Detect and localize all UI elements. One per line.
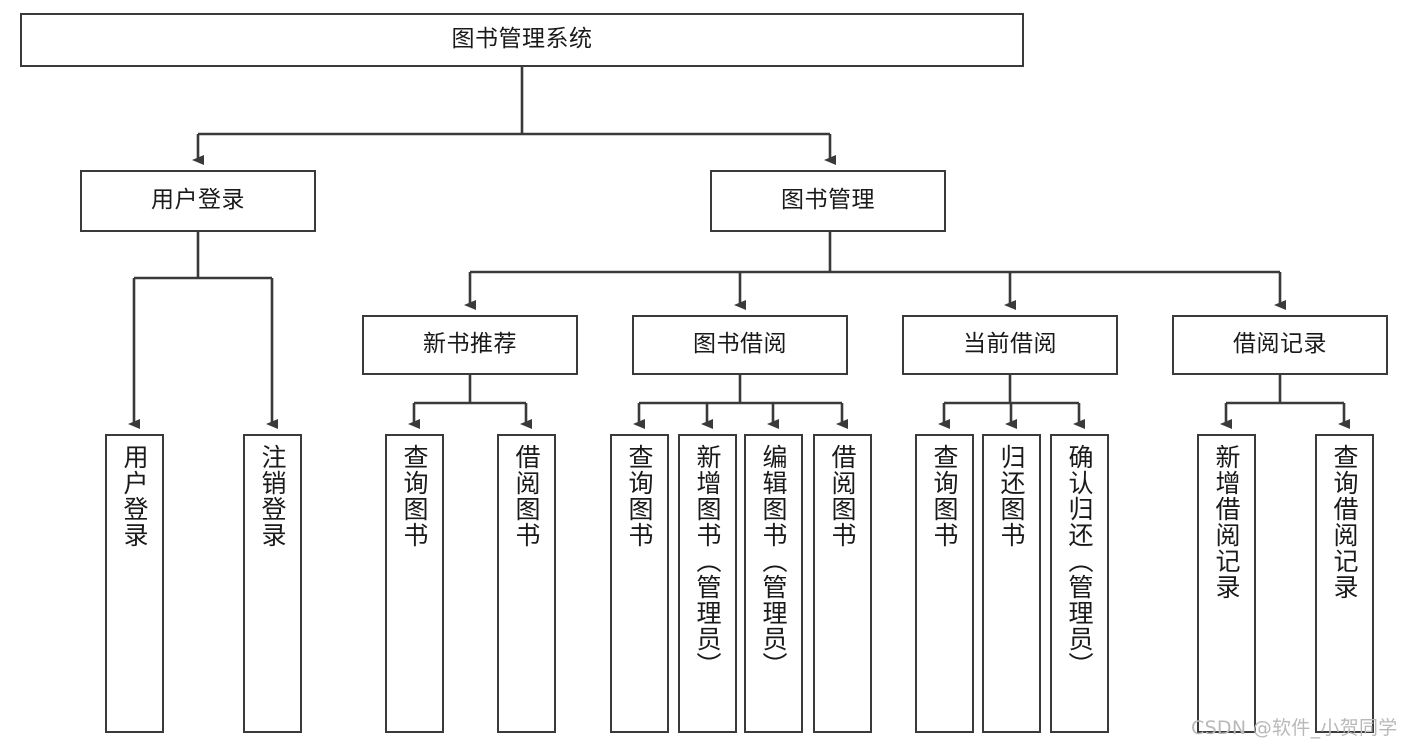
node-current-borrow[interactable]: 当前借阅 (902, 315, 1118, 375)
leaf-label: 查询图书 (930, 444, 959, 548)
node-book-borrow[interactable]: 图书借阅 (632, 315, 848, 375)
node-root-library-system[interactable]: 图书管理系统 (20, 13, 1024, 67)
leaf-user-login-1[interactable]: 用户登录 (105, 434, 164, 733)
node-label: 用户登录 (151, 187, 245, 214)
node-user-login[interactable]: 用户登录 (80, 170, 316, 232)
leaf-book-borrow-3[interactable]: 编辑图书（管理员） (744, 434, 803, 733)
node-label: 图书借阅 (693, 331, 787, 358)
leaf-borrow-record-1[interactable]: 新增借阅记录 (1197, 434, 1256, 733)
leaf-borrow-record-2[interactable]: 查询借阅记录 (1315, 434, 1374, 733)
leaf-label: 确认归还（管理员） (1065, 444, 1094, 678)
leaf-label: 编辑图书（管理员） (759, 444, 788, 678)
node-label: 图书管理系统 (451, 26, 593, 53)
leaf-book-borrow-4[interactable]: 借阅图书 (813, 434, 872, 733)
node-book-management[interactable]: 图书管理 (710, 170, 946, 232)
leaf-book-borrow-2[interactable]: 新增图书（管理员） (678, 434, 737, 733)
leaf-label: 查询借阅记录 (1330, 444, 1359, 600)
leaf-label: 新增图书（管理员） (693, 444, 722, 678)
node-label: 借阅记录 (1233, 331, 1327, 358)
node-borrow-record[interactable]: 借阅记录 (1172, 315, 1388, 375)
node-label: 图书管理 (781, 187, 875, 214)
leaf-current-borrow-2[interactable]: 归还图书 (982, 434, 1041, 733)
leaf-label: 用户登录 (120, 444, 149, 548)
leaf-book-borrow-1[interactable]: 查询图书 (610, 434, 669, 733)
node-new-book-recommend[interactable]: 新书推荐 (362, 315, 578, 375)
leaf-label: 注销登录 (258, 444, 287, 548)
node-label: 当前借阅 (963, 331, 1057, 358)
leaf-label: 借阅图书 (512, 444, 541, 548)
leaf-label: 借阅图书 (828, 444, 857, 548)
leaf-new-book-recommend-2[interactable]: 借阅图书 (497, 434, 556, 733)
leaf-new-book-recommend-1[interactable]: 查询图书 (385, 434, 444, 733)
leaf-label: 查询图书 (400, 444, 429, 548)
leaf-user-login-2[interactable]: 注销登录 (243, 434, 302, 733)
leaf-label: 归还图书 (997, 444, 1026, 548)
leaf-current-borrow-1[interactable]: 查询图书 (915, 434, 974, 733)
watermark: CSDN @软件_小贺同学 (1191, 717, 1398, 739)
node-label: 新书推荐 (423, 331, 517, 358)
leaf-current-borrow-3[interactable]: 确认归还（管理员） (1050, 434, 1109, 733)
leaf-label: 查询图书 (625, 444, 654, 548)
leaf-label: 新增借阅记录 (1212, 444, 1241, 600)
